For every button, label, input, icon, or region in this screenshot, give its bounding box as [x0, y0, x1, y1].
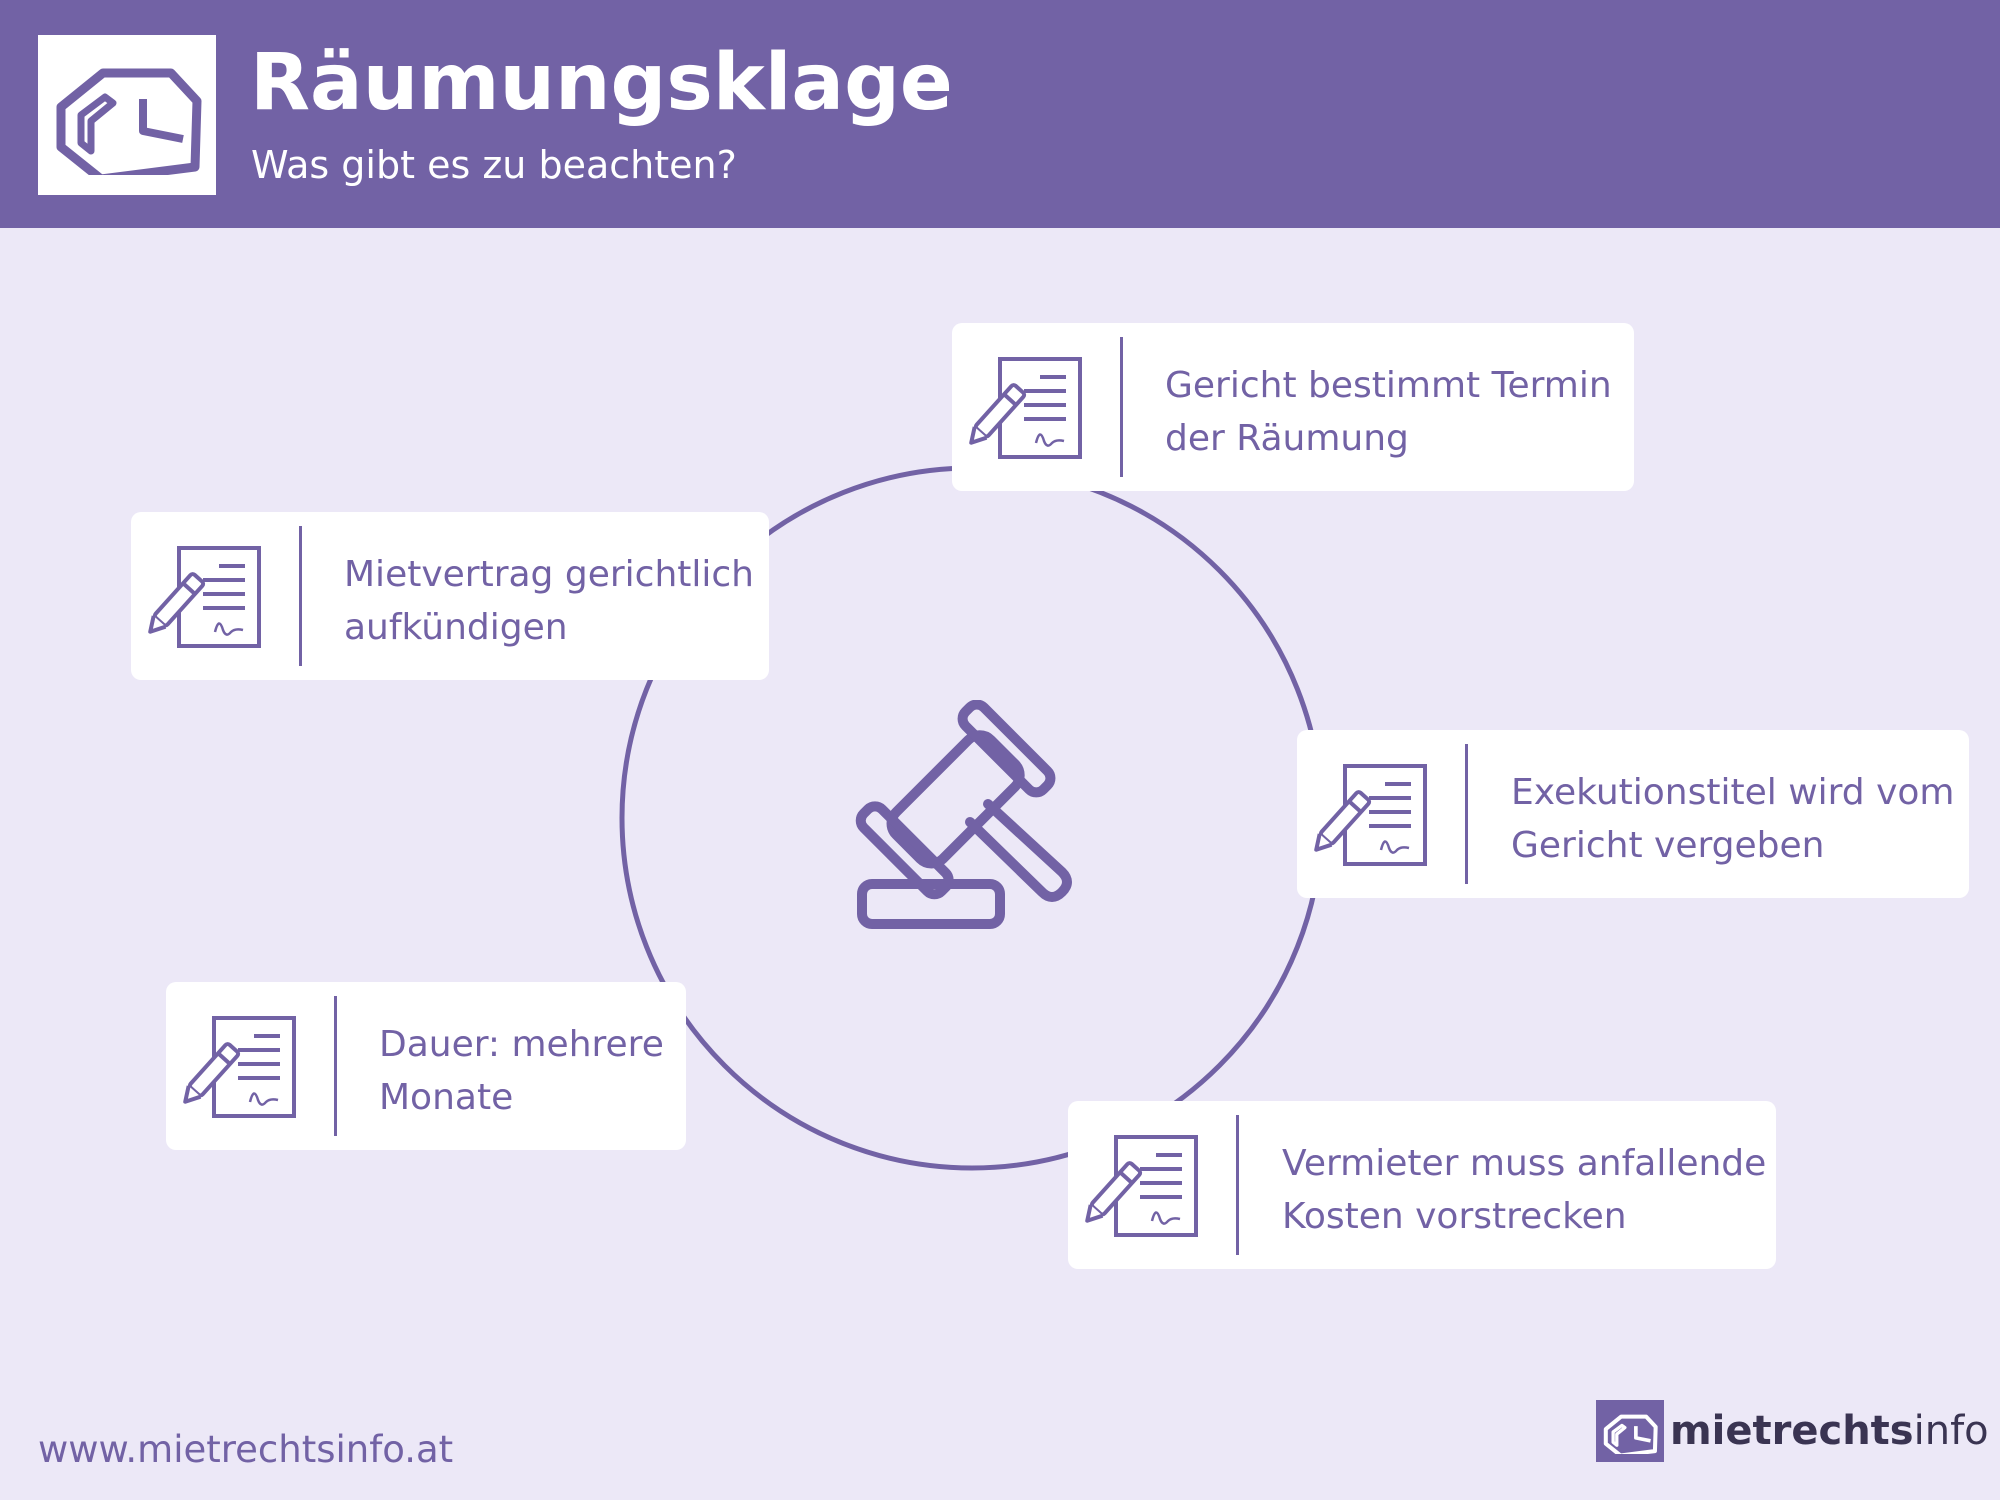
- step-text: Dauer: mehrere Monate: [379, 1018, 664, 1124]
- page-subtitle: Was gibt es zu beachten?: [251, 143, 737, 187]
- step-text: Vermieter muss anfallende Kosten vorstre…: [1282, 1137, 1766, 1243]
- step-text-line2: der Räumung: [1165, 418, 1409, 459]
- signed-document-icon: [1082, 1129, 1202, 1245]
- house-outline-icon: [1603, 1414, 1658, 1454]
- brand-mark: [1596, 1400, 1664, 1462]
- page-title: Räumungsklage: [250, 38, 953, 128]
- step-text: Mietvertrag gerichtlich aufkündigen: [344, 548, 754, 654]
- step-text-line1: Dauer: mehrere: [379, 1024, 664, 1065]
- signed-document-icon: [145, 540, 265, 656]
- step-card: Gericht bestimmt Termin der Räumung: [952, 323, 1634, 491]
- brand-name-light: info: [1913, 1408, 1989, 1454]
- step-text-line1: Mietvertrag gerichtlich: [344, 554, 754, 595]
- card-divider: [299, 526, 302, 666]
- footer-url[interactable]: www.mietrechtsinfo.at: [38, 1428, 454, 1471]
- step-text-line2: Kosten vorstrecken: [1282, 1196, 1627, 1237]
- step-text: Exekutionstitel wird vom Gericht vergebe…: [1511, 766, 1955, 872]
- header-banner: Räumungsklage Was gibt es zu beachten?: [0, 0, 2000, 228]
- logo: [38, 35, 216, 195]
- step-card: Vermieter muss anfallende Kosten vorstre…: [1068, 1101, 1776, 1269]
- card-divider: [1236, 1115, 1239, 1255]
- step-text-line2: aufkündigen: [344, 607, 568, 648]
- signed-document-icon: [1311, 758, 1431, 874]
- step-text-line2: Gericht vergeben: [1511, 825, 1825, 866]
- step-text-line1: Exekutionstitel wird vom: [1511, 772, 1955, 813]
- card-divider: [1465, 744, 1468, 884]
- brand-name-bold: mietrechts: [1670, 1408, 1914, 1454]
- signed-document-icon: [966, 351, 1086, 467]
- step-text-line1: Gericht bestimmt Termin: [1165, 365, 1612, 406]
- step-text-line2: Monate: [379, 1077, 514, 1118]
- step-text: Gericht bestimmt Termin der Räumung: [1165, 359, 1612, 465]
- step-text-line1: Vermieter muss anfallende: [1282, 1143, 1767, 1184]
- gavel-icon: [855, 700, 1072, 929]
- signed-document-icon: [180, 1010, 300, 1126]
- brand-name: mietrechtsinfo: [1670, 1408, 1989, 1454]
- step-card: Dauer: mehrere Monate: [166, 982, 686, 1150]
- house-outline-icon: [56, 68, 202, 175]
- card-divider: [334, 996, 337, 1136]
- step-card: Mietvertrag gerichtlich aufkündigen: [131, 512, 769, 680]
- card-divider: [1120, 337, 1123, 477]
- step-card: Exekutionstitel wird vom Gericht vergebe…: [1297, 730, 1969, 898]
- brand-logo: mietrechtsinfo: [1596, 1400, 1989, 1462]
